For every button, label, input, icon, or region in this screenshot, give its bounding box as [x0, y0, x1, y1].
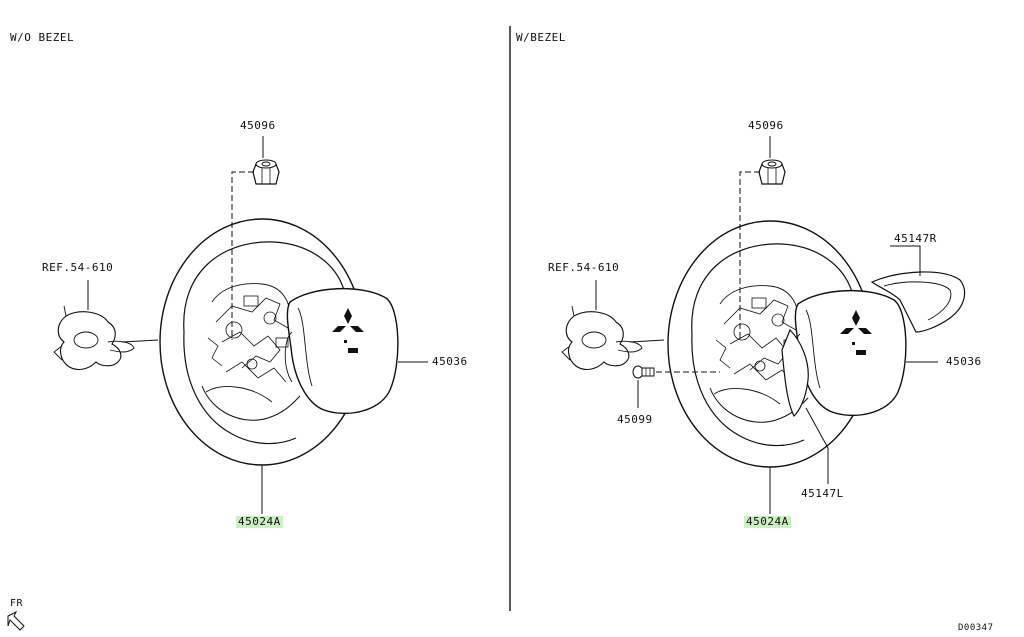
diagram-code: D00347: [958, 623, 994, 633]
bezel-right-part-number: 45147R: [894, 232, 937, 245]
right-nut-part-number: 45096: [748, 119, 784, 132]
left-airbag-part-number: 45036: [432, 355, 468, 368]
front-direction-label: FR: [10, 598, 24, 609]
left-nut: [252, 159, 280, 185]
bezel-right: [870, 271, 966, 333]
left-wheel-part-number[interactable]: 45024A: [236, 515, 283, 528]
left-ref-label: REF.54-610: [42, 261, 114, 274]
left-nut-part-number: 45096: [240, 119, 276, 132]
left-wheel-assembly: [159, 218, 399, 466]
bezel-left-part-number: 45147L: [801, 487, 844, 500]
front-direction-arrow-icon: [7, 610, 25, 631]
left-panel-title: W/O BEZEL: [10, 31, 75, 44]
bezel-left: [781, 328, 809, 418]
screw-45099: [632, 365, 655, 379]
left-clock-spring: [53, 305, 135, 371]
right-panel-title: W/BEZEL: [516, 31, 566, 44]
screw-part-number: 45099: [617, 413, 653, 426]
right-nut: [758, 159, 786, 185]
right-ref-label: REF.54-610: [548, 261, 620, 274]
right-airbag-part-number: 45036: [946, 355, 982, 368]
right-clock-spring: [561, 305, 643, 371]
right-wheel-part-number[interactable]: 45024A: [744, 515, 791, 528]
